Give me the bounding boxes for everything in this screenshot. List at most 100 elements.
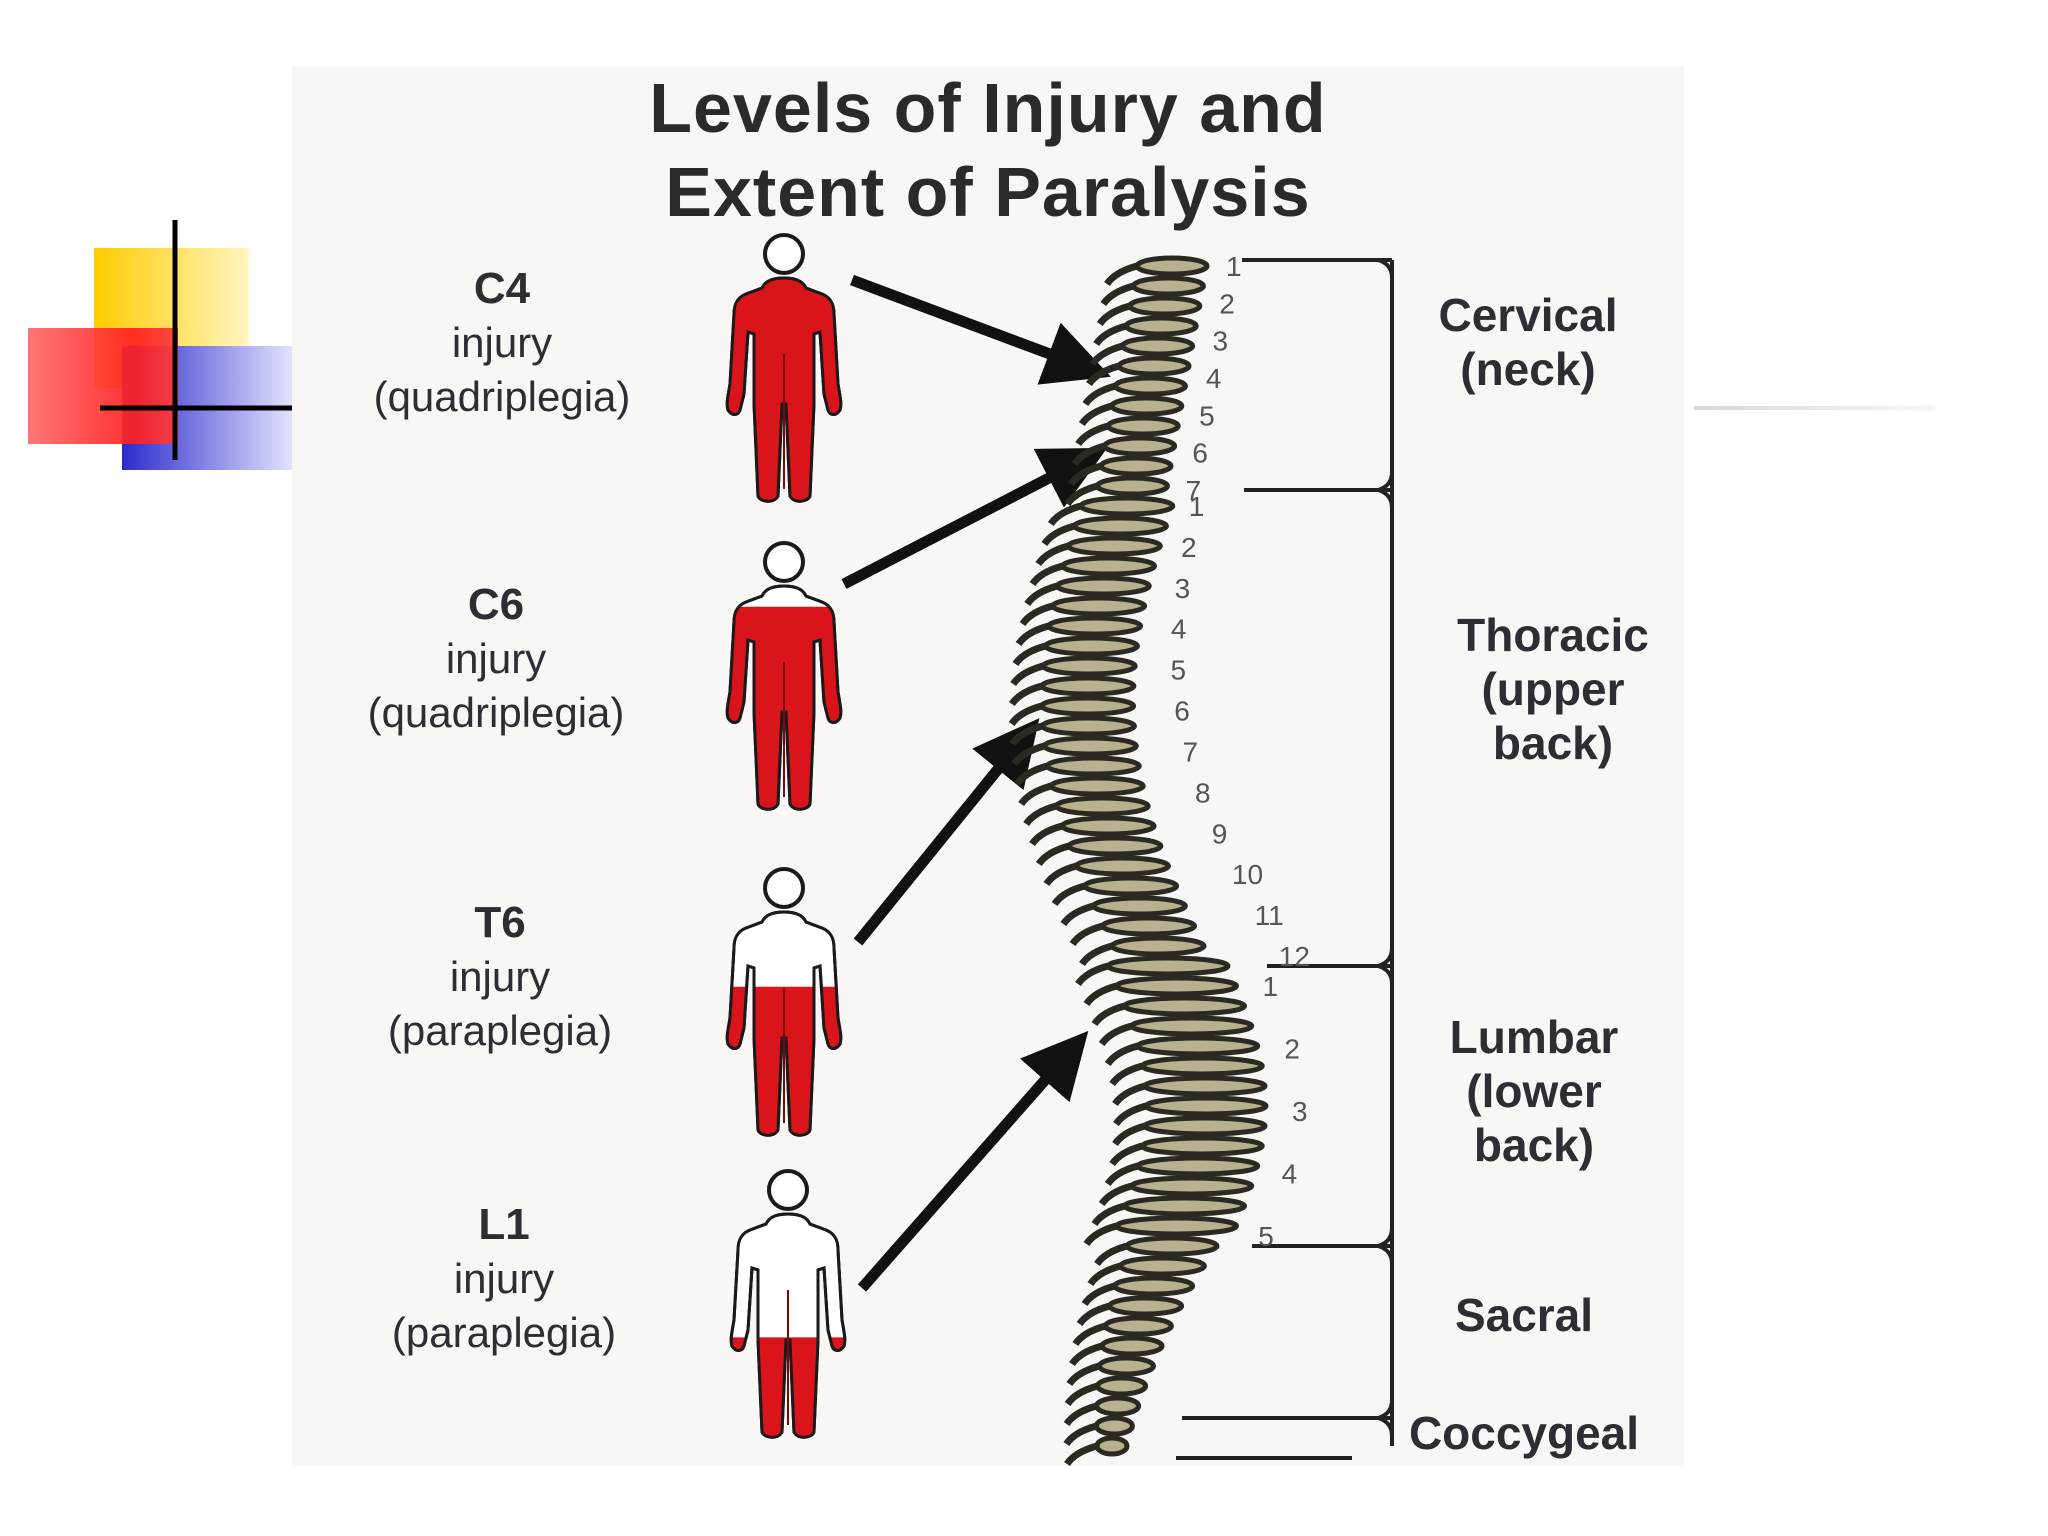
vertebra-number: 10 — [1232, 859, 1263, 890]
vertebra — [1112, 375, 1188, 397]
injury-label-c4: C4 injury (quadriplegia) — [292, 262, 712, 424]
vertebra-process — [1081, 1282, 1116, 1307]
vertebra-number: 8 — [1195, 777, 1211, 808]
vertebra-number: 5 — [1171, 655, 1187, 686]
vertebra — [1078, 495, 1176, 517]
vertebra-process — [1109, 1062, 1144, 1087]
region-name: Lumbar — [1449, 1011, 1619, 1063]
vertebra-process — [1035, 542, 1070, 567]
region-sub: back) — [1473, 1119, 1595, 1171]
vertebra — [1129, 1015, 1255, 1037]
injury-type: (quadriplegia) — [373, 373, 631, 420]
diagram-title-line-1: Levels of Injury and — [649, 69, 1327, 147]
vertebra-process — [1008, 682, 1043, 707]
vertebra — [1066, 835, 1164, 857]
vertebra-process — [1060, 902, 1095, 927]
vertebra-number: 6 — [1174, 696, 1190, 727]
diagram-title-line-2: Extent of Paralysis — [665, 153, 1311, 231]
vertebra — [1143, 1095, 1269, 1117]
vertebra — [1142, 1115, 1268, 1137]
injury-arrows — [841, 274, 1111, 1292]
vertebra — [1142, 1075, 1268, 1097]
vertebra-process — [1112, 1122, 1147, 1147]
vertebra-process — [1078, 402, 1113, 427]
spinal-column — [1008, 255, 1269, 1466]
vertebra-number: 4 — [1206, 363, 1222, 394]
vertebra-number: 5 — [1199, 400, 1215, 431]
vertebra — [1065, 535, 1163, 557]
vertebra — [1042, 635, 1140, 657]
vertebra-process — [1072, 1322, 1107, 1347]
region-label-coccygeal: Coccygeal — [1364, 1406, 1684, 1460]
vertebra-process — [1051, 882, 1086, 907]
vertebra-process — [1104, 262, 1138, 287]
vertebra — [1099, 1335, 1165, 1357]
vertebra — [1090, 895, 1188, 917]
vertebra-process — [1035, 842, 1070, 867]
vertebra-process — [1064, 1382, 1099, 1407]
vertebra-number: 3 — [1292, 1096, 1308, 1127]
vertebra-process — [1100, 282, 1135, 307]
injury-label-l1: L1 injury (paraplegia) — [294, 1198, 714, 1360]
vertebra — [1093, 1415, 1135, 1437]
vertebra — [1129, 1175, 1255, 1197]
vertebra-process — [1089, 342, 1124, 367]
arrow-c4 — [850, 274, 1111, 385]
injury-type: (paraplegia) — [387, 1007, 613, 1054]
vertebra — [1050, 595, 1148, 617]
vertebra — [1117, 1255, 1207, 1277]
slide-divider-line — [1694, 406, 1934, 410]
vertebra — [1123, 315, 1199, 337]
vertebra — [1107, 1295, 1185, 1317]
vertebra-number: 7 — [1182, 736, 1198, 767]
vertebra — [1046, 615, 1144, 637]
injury-type: (quadriplegia) — [367, 689, 625, 736]
vertebra-process — [1063, 1402, 1098, 1427]
region-sub: (upper — [1481, 663, 1625, 715]
vertebra-number: 2 — [1219, 288, 1235, 319]
vertebra — [1053, 795, 1151, 817]
vertebra-number: 4 — [1282, 1159, 1298, 1190]
injury-level: T6 — [474, 898, 526, 947]
region-name: Coccygeal — [1408, 1407, 1640, 1459]
vertebra-number: 3 — [1175, 573, 1191, 604]
vertebra — [1130, 275, 1206, 297]
vertebra-number: 2 — [1284, 1034, 1300, 1065]
vertebra — [1105, 415, 1181, 437]
vertebra-number: 2 — [1181, 532, 1197, 563]
arrow-c6 — [841, 447, 1108, 589]
region-name: Cervical — [1438, 289, 1618, 341]
vertebra — [1096, 1355, 1156, 1377]
vertebra-process — [1018, 782, 1053, 807]
injury-level: L1 — [478, 1200, 530, 1249]
vertebra-process — [1071, 442, 1106, 467]
body-c4 — [725, 233, 843, 503]
vertebra — [1121, 1195, 1247, 1217]
vertebra — [1059, 815, 1157, 837]
injury-type: (paraplegia) — [391, 1309, 617, 1356]
injury-word: injury — [449, 953, 551, 1000]
vertebra — [1121, 995, 1247, 1017]
vertebra — [1094, 1395, 1142, 1417]
vertebra — [1039, 695, 1137, 717]
vertebra-process — [1104, 1042, 1139, 1067]
vertebra-process — [1075, 962, 1109, 987]
vertebra-number: 4 — [1171, 614, 1187, 645]
vertebra — [1098, 455, 1174, 477]
vertebra — [1073, 855, 1171, 877]
vertebra-process — [1096, 302, 1131, 327]
vertebra-process — [1087, 1262, 1122, 1287]
vertebra-process — [1010, 662, 1045, 687]
injury-level: C6 — [467, 580, 525, 629]
vertebra-process — [1014, 762, 1049, 787]
vertebra-process — [1082, 382, 1117, 407]
vertebra — [1095, 1375, 1149, 1397]
injury-word: injury — [453, 1255, 555, 1302]
region-label-thoracic: Thoracic (upper back) — [1422, 608, 1684, 770]
arrow-t6 — [853, 718, 1040, 946]
vertebra — [1071, 515, 1169, 537]
vertebra-process — [1104, 1162, 1139, 1187]
region-label-sacral: Sacral — [1414, 1288, 1634, 1342]
